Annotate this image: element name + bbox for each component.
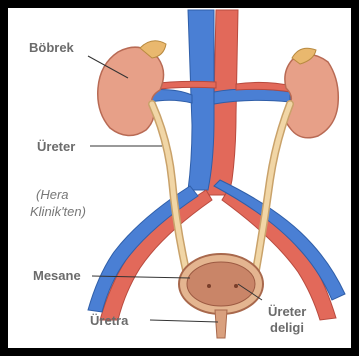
urethra-leader	[150, 320, 218, 322]
ureter-opening-label-2: deligi	[270, 320, 304, 335]
credit-line-1: (Hera	[36, 186, 69, 203]
kidney-left	[98, 47, 164, 135]
kidney-label: Böbrek	[29, 40, 74, 55]
urinary-system-illustration	[8, 8, 351, 348]
urethra	[215, 310, 227, 338]
urethra-label: Üretra	[90, 313, 128, 328]
ureter-opening-label-1: Üreter	[268, 304, 306, 319]
bladder-label: Mesane	[33, 268, 81, 283]
credit-line-2: Klinik'ten)	[30, 203, 86, 220]
kidney-right	[285, 54, 338, 137]
renal-vein-right	[214, 89, 290, 104]
ureter-label: Üreter	[37, 139, 75, 154]
